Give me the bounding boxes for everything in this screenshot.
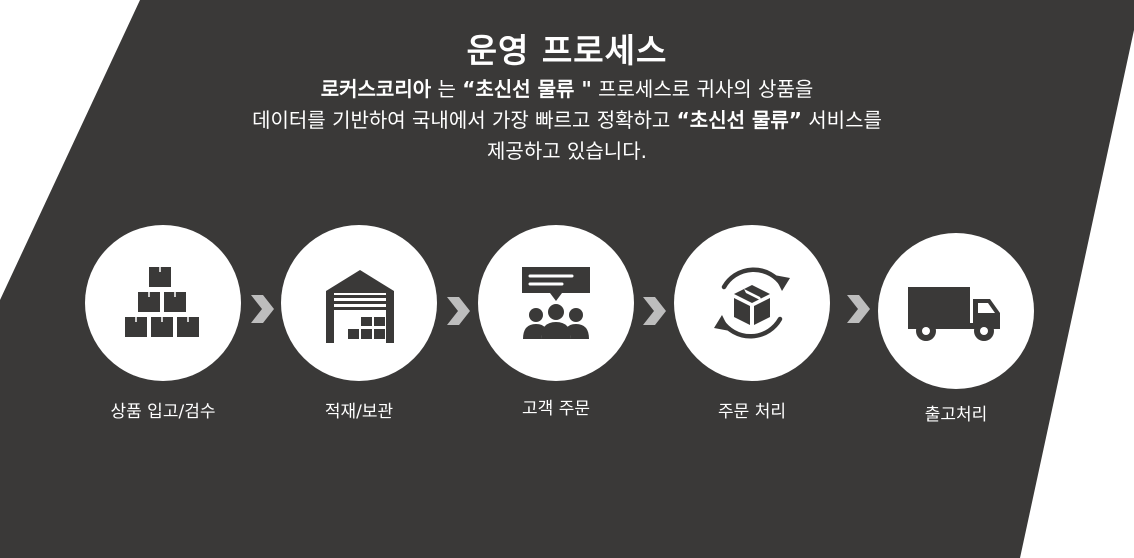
description-line-3: 제공하고 있습니다. <box>487 139 647 163</box>
delivery-truck-icon <box>908 287 1000 341</box>
step-label-order: 고객 주문 <box>522 399 590 419</box>
chevron-right-icon <box>847 295 870 323</box>
chevron-right-icon <box>643 297 666 325</box>
step-label-receiving: 상품 입고/검수 <box>110 402 216 422</box>
company-name: 로커스코리아 <box>320 77 432 101</box>
step-circle-processing <box>674 225 830 381</box>
chevron-right-icon <box>251 295 274 323</box>
step-label-shipping: 출고처리 <box>924 405 988 425</box>
warehouse-icon <box>326 270 394 343</box>
step-circle-storage <box>281 225 437 381</box>
highlight-quote: “초신선 물류” <box>676 108 802 132</box>
step-circle-receiving <box>85 225 241 381</box>
chevron-right-icon <box>447 297 470 325</box>
step-circle-shipping <box>878 233 1034 389</box>
step-label-processing: 주문 처리 <box>718 402 786 422</box>
step-circle-order <box>478 225 634 381</box>
boxes-stack-icon <box>125 267 199 337</box>
page-title: 운영 프로세스 <box>466 31 668 70</box>
step-label-storage: 적재/보관 <box>324 402 394 422</box>
highlight-quote: “초신선 물류 " <box>462 77 592 101</box>
description-line-1: 로커스코리아 는 “초신선 물류 " 프로세스로 귀사의 상품을 <box>320 77 814 101</box>
description-line-2: 데이터를 기반하여 국내에서 가장 빠르고 정확하고 “초신선 물류” 서비스를 <box>252 108 882 132</box>
box-cycle-icon <box>714 267 790 339</box>
customer-chat-icon <box>522 267 590 339</box>
description: 로커스코리아 는 “초신선 물류 " 프로세스로 귀사의 상품을 데이터를 기반… <box>0 74 1134 167</box>
